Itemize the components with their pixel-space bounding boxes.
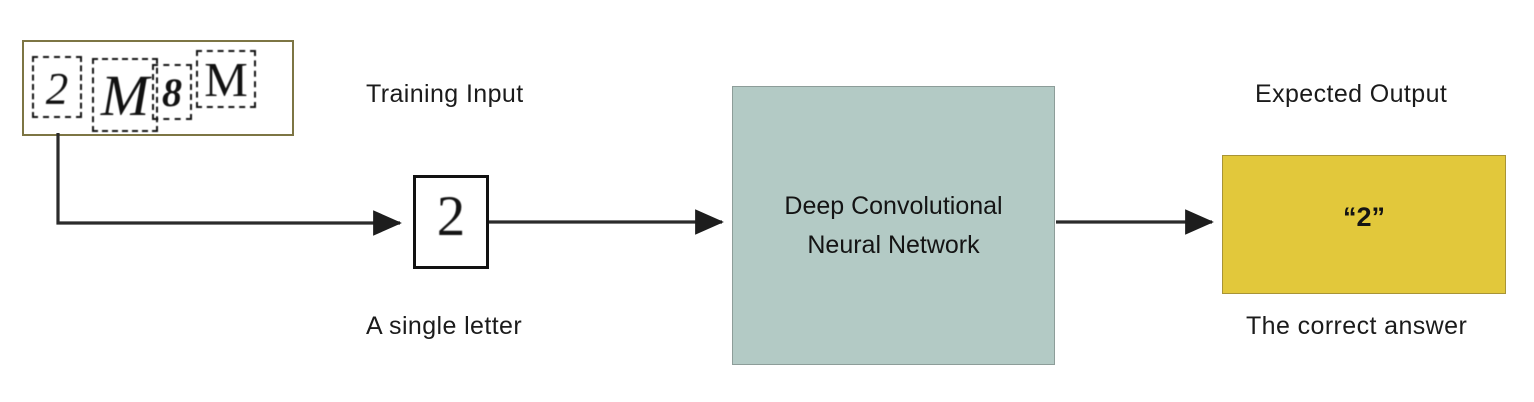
correct-answer-caption: The correct answer [1246,312,1468,340]
training-glyph-cell-eight: 8 [152,64,192,120]
connector-elbow-sample-to-single-letter [56,133,402,236]
cnn-model-label: Deep Convolutional Neural Network [733,187,1054,265]
expected-output-box: “2” [1222,155,1506,294]
cnn-model-box: Deep Convolutional Neural Network [732,86,1055,365]
training-glyph-cell-m-first: M [92,58,158,132]
training-glyph-cell-two: 2 [32,56,82,118]
expected-output-label: Expected Output [1255,80,1448,108]
expected-output-value: “2” [1342,202,1386,232]
training-input-sample-strip: 2 M 8 M [22,40,294,136]
single-letter-box: 2 [413,175,489,269]
cnn-model-label-line1: Deep Convolutional [784,192,1003,220]
cnn-model-label-line2: Neural Network [807,230,980,259]
single-letter-caption: A single letter [366,312,523,340]
training-glyph-cell-m-second: M [196,50,256,108]
single-letter-glyph: 2 [436,185,466,248]
training-input-label: Training Input [366,80,524,108]
